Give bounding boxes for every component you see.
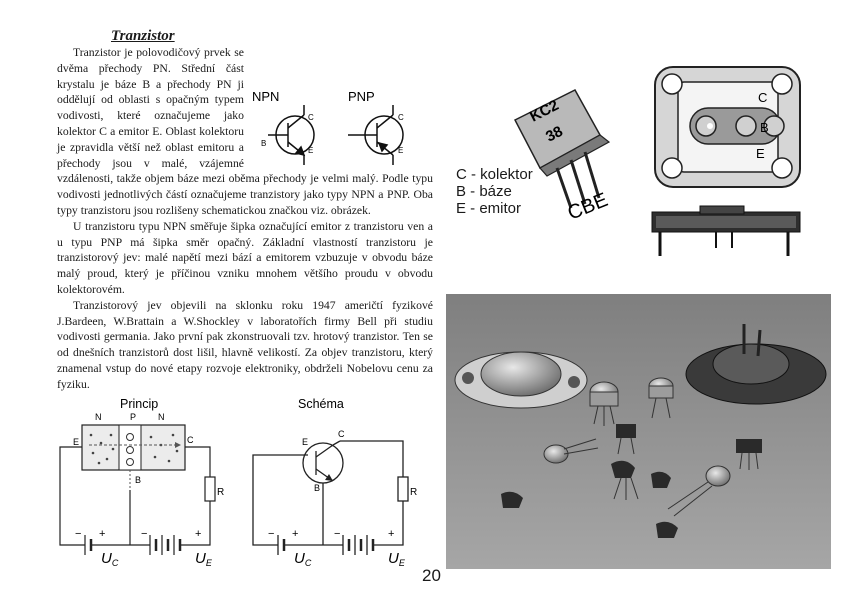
pnp-symbol-icon (348, 105, 404, 165)
region-label: N (95, 412, 102, 422)
metal-can-transistor-icon (667, 465, 731, 517)
plastic-transistor-icon (501, 424, 762, 538)
resistor-label: R (410, 487, 417, 498)
power-transistor-icon (685, 324, 827, 405)
transistors-photo (446, 294, 831, 569)
region-label: P (130, 412, 136, 422)
plus-sign: + (99, 528, 105, 540)
to3-pin-c: C (758, 90, 767, 105)
screw-icon (771, 73, 793, 95)
transistor-symbol-icon (302, 442, 344, 484)
schematic-diagram: Schéma E C B R − + (252, 397, 417, 568)
pnp-label: PNP (348, 89, 375, 104)
metal-can-transistor-icon (648, 377, 674, 419)
to3-top-view-figure: C B E (654, 66, 801, 188)
to92-package-figure: KC2 38 CBE (513, 89, 611, 225)
source-ue: UE (388, 550, 406, 568)
legend-item: B - báze (456, 183, 512, 200)
minus-sign: − (334, 528, 340, 540)
npn-pin-e: E (308, 146, 313, 155)
plus-sign: + (292, 528, 298, 540)
pnp-pin-c: C (398, 113, 404, 122)
to3-pin-b: B (760, 120, 769, 135)
metal-can-transistor-icon (543, 438, 599, 464)
package-marking-line2: 38 (543, 123, 566, 146)
source-uc: UC (294, 550, 312, 568)
terminal-b: B (135, 475, 141, 485)
pin-icon (763, 115, 785, 137)
terminal-e: E (73, 437, 79, 447)
package-pin-labels: CBE (565, 189, 611, 225)
principle-diagram: Princip N P N E C B (59, 397, 224, 568)
npn-label: NPN (252, 89, 279, 104)
terminal-b: B (314, 483, 320, 493)
minus-sign: − (141, 528, 147, 540)
to3-pin-e: E (756, 146, 765, 161)
metal-can-transistor-icon (589, 381, 619, 426)
to92-package-icon (513, 89, 611, 209)
principle-title: Princip (120, 397, 158, 411)
power-transistor-icon (454, 351, 588, 409)
page-title: Tranzistor (111, 28, 175, 44)
terminal-c: C (187, 435, 194, 445)
paragraph: U tranzistoru typu NPN směřuje šipka ozn… (57, 219, 433, 296)
npn-pin-b: B (261, 139, 266, 148)
minus-sign: − (75, 528, 81, 540)
paragraph: Tranzistor je polovodičový prvek se dvěm… (57, 46, 433, 217)
terminal-c: C (338, 429, 345, 439)
page-number: 20 (422, 566, 441, 585)
pin-icon (695, 115, 717, 137)
plus-sign: + (195, 528, 201, 540)
plus-sign: + (388, 528, 394, 540)
screw-icon (771, 157, 793, 179)
resistor-label: R (217, 487, 224, 498)
legend-item: E - emitor (456, 200, 522, 217)
minus-sign: − (268, 528, 274, 540)
npn-pin-c: C (308, 113, 314, 122)
npn-symbol-icon (268, 105, 315, 165)
screw-icon (661, 157, 683, 179)
transistor-symbols: NPN PNP B C E (252, 89, 404, 165)
source-ue: UE (195, 550, 213, 568)
article-text: NPN PNP B C E (57, 45, 433, 393)
legend-item: C - kolektor (456, 166, 533, 183)
source-uc: UC (101, 550, 119, 568)
to3-side-view-figure (651, 205, 801, 256)
pin-legend: C - kolektor B - báze E - emitor (456, 166, 533, 217)
paragraph: Tranzistorový jev objevili na sklonku ro… (57, 298, 433, 391)
pin-icon (735, 115, 757, 137)
screw-icon (661, 73, 683, 95)
hole-markers-icon (126, 433, 134, 466)
pnp-pin-e: E (398, 146, 403, 155)
schematic-title: Schéma (298, 397, 344, 411)
terminal-e: E (302, 437, 308, 447)
region-label: N (158, 412, 165, 422)
